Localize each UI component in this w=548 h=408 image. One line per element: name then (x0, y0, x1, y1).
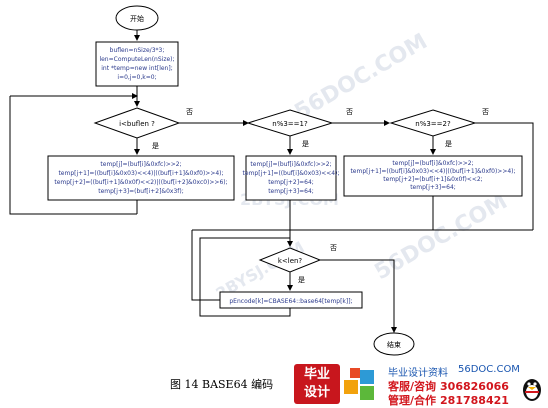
k-decision-label: k<len? (278, 257, 303, 265)
mod1-line-2: temp[j+1]=((buf[i]&0x03)<<4); (243, 170, 340, 177)
site-logo: 毕业 设计 (294, 364, 340, 404)
logo-line-2: 设计 (303, 385, 330, 400)
init-line-4: i=0,j=0,k=0; (117, 74, 156, 81)
start-label: 开始 (130, 14, 144, 23)
manage-role: 管理/合作 (388, 394, 437, 407)
cubes-icon (344, 368, 374, 400)
loop-no-label: 否 (186, 108, 193, 116)
mod1-decision-label: n%3==1? (272, 120, 308, 128)
main-block (47, 155, 235, 201)
encode-box (219, 291, 363, 309)
init-line-2: len=ComputeLen(nSize); (99, 56, 174, 63)
qq-penguin-icon (523, 379, 541, 401)
k-no-label: 否 (330, 244, 337, 252)
mod1-no-label: 否 (346, 108, 353, 116)
main-line-3: temp[j+2]=((buf[i+1]&0x0f)<<2)|((buf[i+2… (54, 179, 227, 186)
figure-caption: 图 14 BASE64 编码 (170, 378, 274, 391)
service-number: 306826066 (440, 380, 509, 393)
main-line-4: temp[j+3]=(buf[i+2]&0x3f); (98, 188, 184, 195)
mod2-line-3: temp[j+2]=(buf[i+1]&0x0f)<<2; (383, 176, 482, 183)
mod2-no-label: 否 (482, 108, 489, 116)
watermark-3: 56DOC.COM (371, 189, 512, 285)
logo-line-1: 毕业 (303, 367, 330, 382)
mod2-decision-label: n%3==2? (415, 120, 451, 128)
site-name: 毕业设计资料 (388, 368, 448, 379)
service-role: 客服/咨询 (388, 380, 437, 393)
watermark-1: 56DOC.COM (291, 29, 432, 125)
main-line-1: temp[j]=(buf[i]&0xfc)>>2; (100, 161, 181, 168)
mod1-line-1: temp[j]=(buf[i]&0xfc)>>2; (250, 161, 331, 168)
manage-number: 281788421 (440, 394, 509, 407)
mod1-yes-label: 是 (302, 140, 309, 148)
mod1-block (245, 155, 337, 201)
loop-decision-label: i<buflen ? (119, 120, 155, 128)
mod2-line-2: temp[j+1]=((buf[i]&0x03)<<4)|((buf[i+1]&… (350, 168, 515, 175)
init-line-3: int *temp=new int[len]; (101, 65, 172, 72)
site-url: 56DOC.COM (458, 364, 520, 375)
mod2-line-1: temp[j]=(buf[i]&0xfc)>>2; (392, 160, 473, 167)
k-yes-label: 是 (298, 276, 305, 284)
end-terminal (373, 332, 415, 356)
mod2-block (343, 155, 523, 197)
mod1-line-3: temp[j+2]=64; (268, 179, 314, 186)
init-box (95, 41, 179, 87)
init-line-1: buflen=nSize/3*3; (110, 47, 165, 54)
loop-yes-label: 是 (152, 142, 159, 150)
main-line-2: temp[j+1]=((buf[i]&0x03)<<4)|((buf[i+1]&… (58, 170, 223, 177)
mod1-line-4: temp[j+3]=64; (268, 188, 314, 195)
encode-label: pEncode[k]=CBASE64::base64[temp[k]]; (229, 298, 352, 305)
end-label: 结束 (387, 340, 401, 349)
mod2-line-4: temp[j+3]=64; (410, 184, 456, 191)
mod2-yes-label: 是 (445, 140, 452, 148)
